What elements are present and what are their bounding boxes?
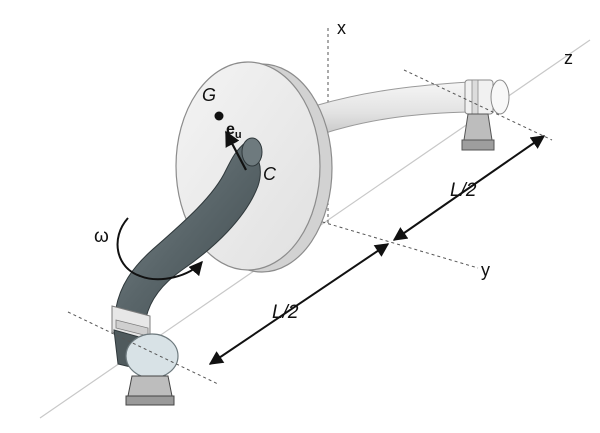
unit-vector-arrow (225, 130, 247, 171)
dimension-arrow-right (392, 135, 546, 241)
right-shaft-end (490, 79, 510, 115)
right-support (463, 113, 493, 141)
unit-vector-main: e (226, 121, 235, 138)
right-bearing (464, 79, 494, 115)
center-of-mass-label: G (202, 85, 216, 105)
left-shaft-end-at-rotor (241, 137, 263, 167)
right-shaft (317, 81, 471, 135)
geometric-center-label: C (263, 164, 277, 184)
z-axis-label: z (564, 48, 573, 68)
left-shaft-end (125, 333, 179, 379)
left-end-tick (67, 311, 219, 385)
half-length-right-label: L/2 (450, 180, 477, 201)
y-axis-line (281, 209, 479, 269)
x-axis-label: x (337, 18, 346, 38)
left-support (127, 375, 173, 397)
right-bearing-ring (471, 79, 479, 115)
dimension-arrow-left (208, 243, 390, 365)
left-support-foot (125, 395, 175, 406)
unit-vector-subscript: u (235, 129, 242, 141)
half-length-left-label: L/2 (272, 302, 299, 323)
rotation-arrow (116, 217, 203, 281)
omega-label: ω (94, 226, 109, 247)
right-support-foot (461, 139, 495, 151)
center-of-mass-point (214, 111, 224, 121)
unit-vector-label: eu (226, 121, 242, 141)
y-axis-label: y (481, 260, 490, 280)
